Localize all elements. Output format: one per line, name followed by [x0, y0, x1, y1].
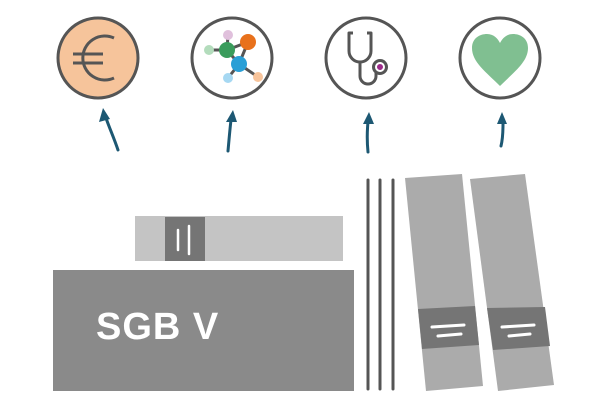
- arrow-network: [226, 110, 237, 153]
- arrow-stethoscope: [363, 112, 374, 154]
- lying-book: [135, 216, 343, 261]
- heart-icon: [458, 16, 542, 100]
- arrow-euro: [99, 108, 120, 152]
- sgb-book: [53, 270, 354, 391]
- thin-binders: [366, 178, 395, 391]
- stethoscope-icon: [324, 16, 408, 100]
- binder-1: [405, 174, 483, 391]
- book-label: SGB V: [96, 306, 220, 348]
- network-icon: [190, 16, 274, 100]
- euro-icon: [56, 16, 140, 100]
- arrow-heart: [497, 112, 507, 148]
- binder-2: [470, 174, 554, 391]
